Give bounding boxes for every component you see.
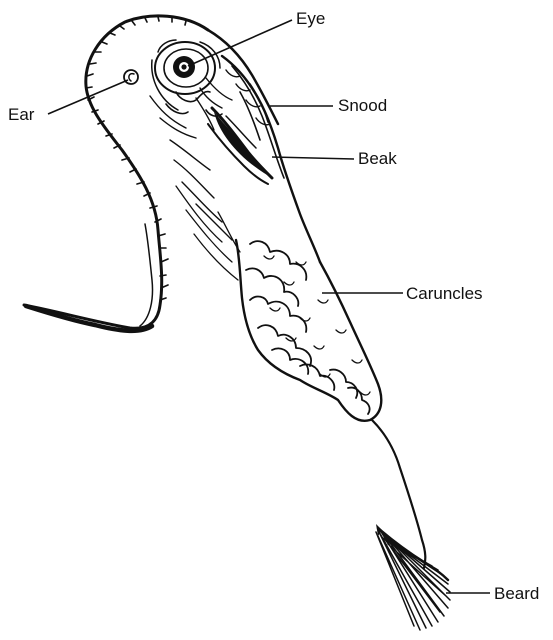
snood-label: Snood [338,96,387,115]
caruncles-label: Caruncles [406,284,483,303]
beak-label: Beak [358,149,397,168]
beard [372,420,450,630]
ear-label: Ear [8,105,35,124]
beak [208,108,272,184]
caruncles [176,186,381,421]
beak-leader [272,157,354,159]
ear-shape [124,70,138,84]
eye-label: Eye [296,9,325,28]
beard-label: Beard [494,584,539,603]
head-detail [124,30,278,240]
ear-leader [48,80,128,114]
